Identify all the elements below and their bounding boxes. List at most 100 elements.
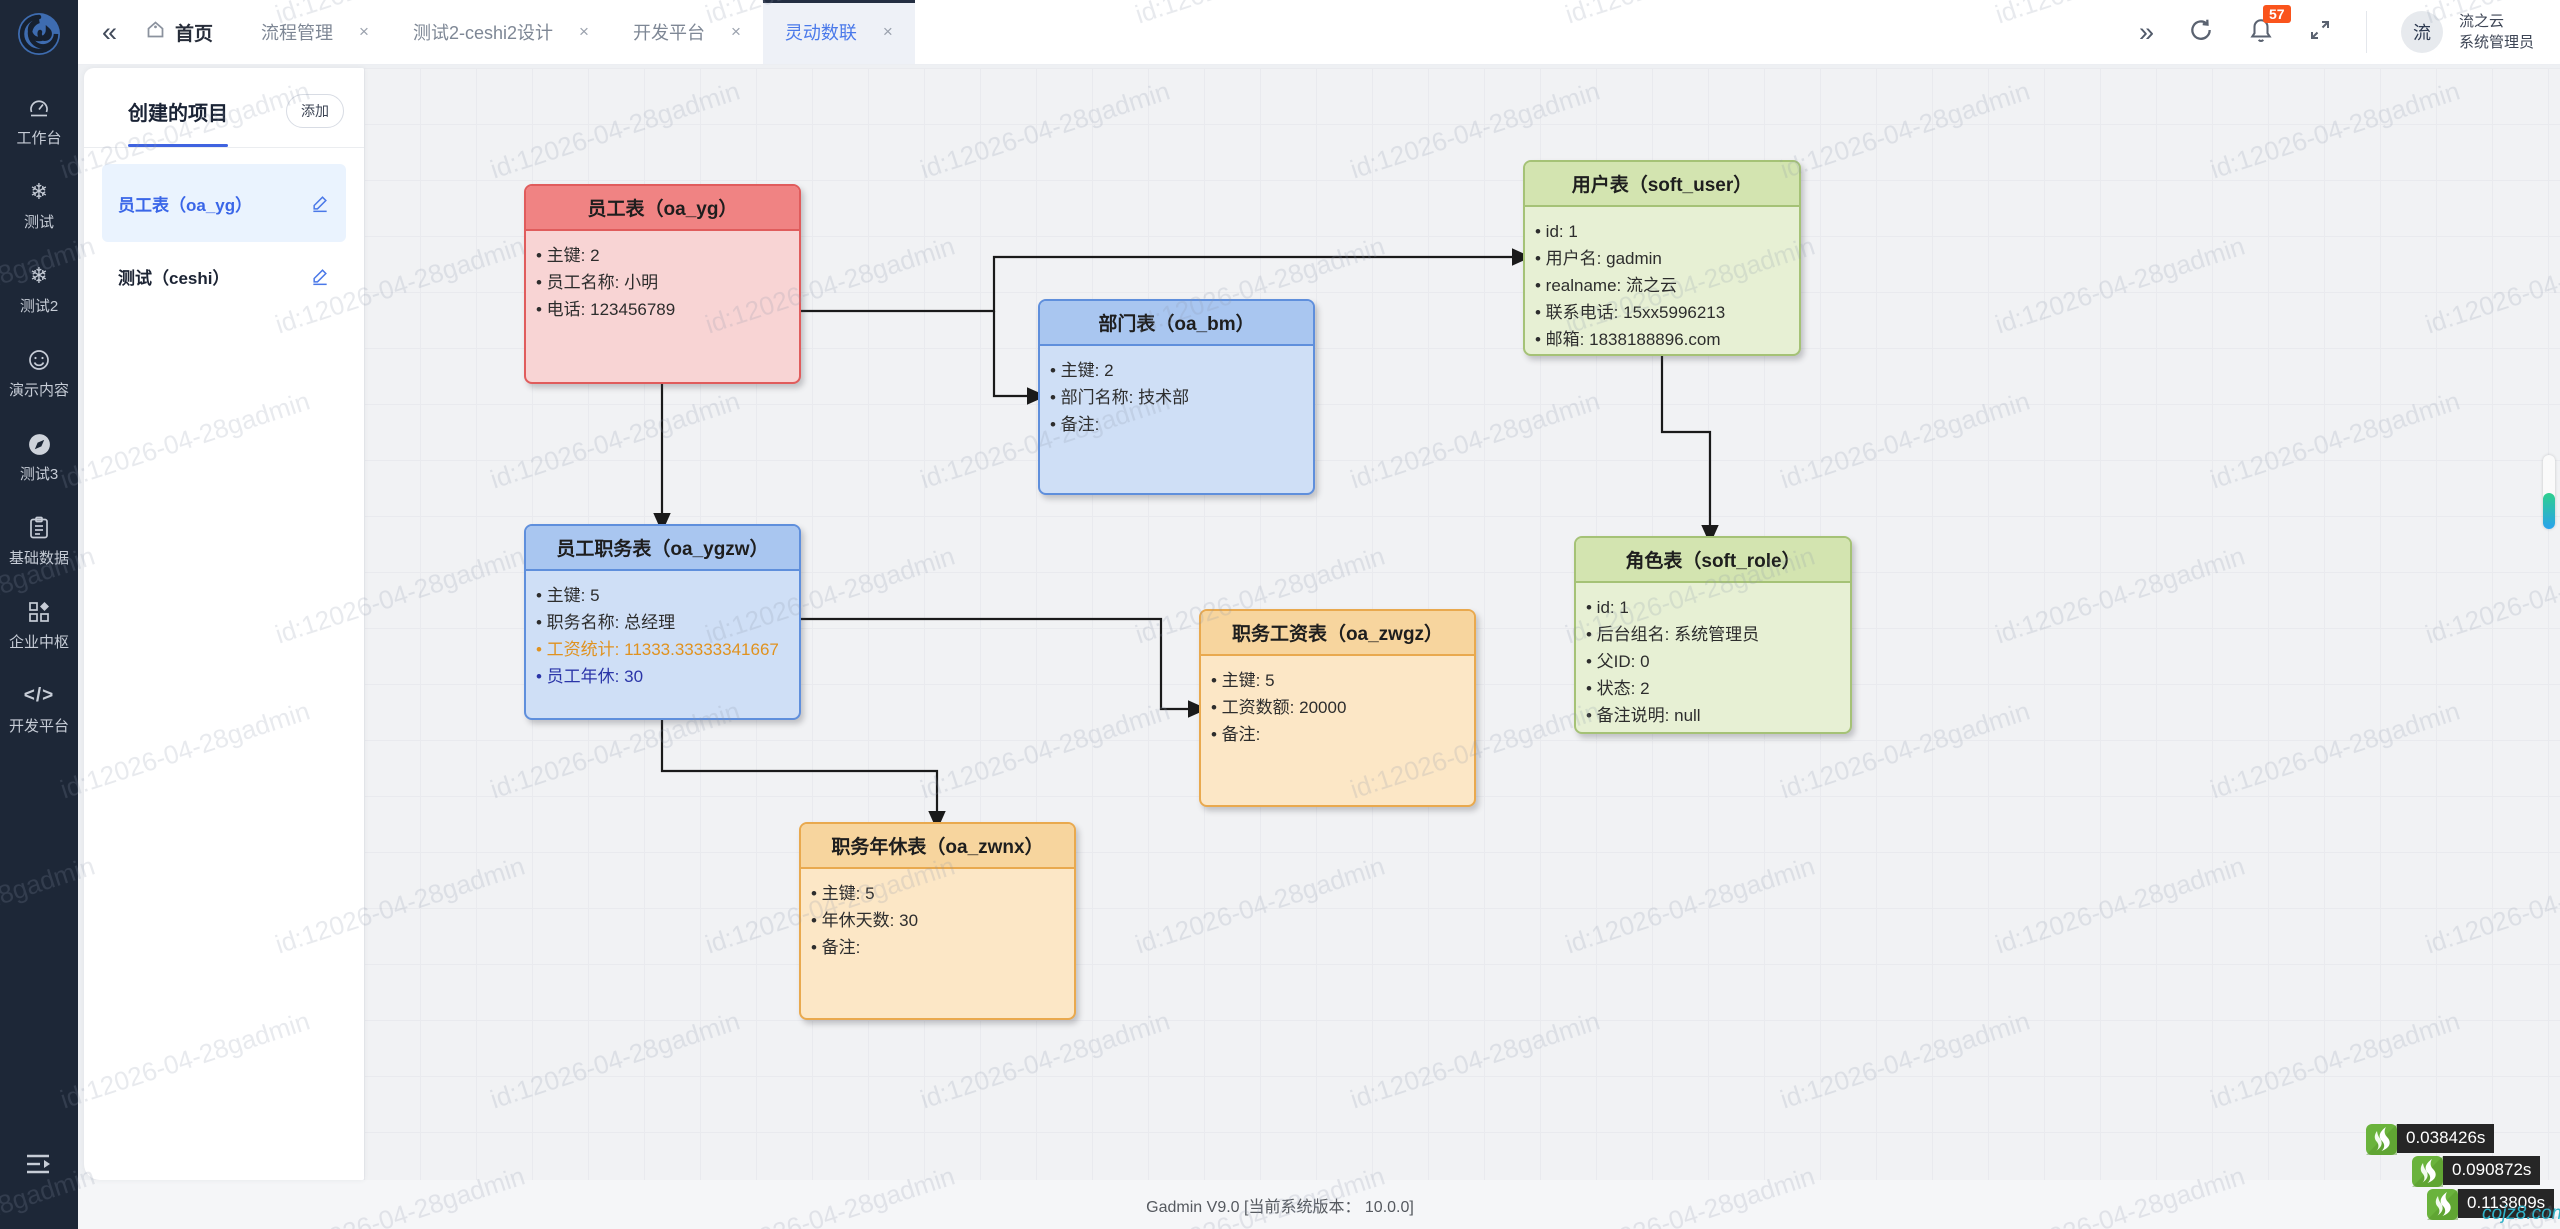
sidebar-item-test[interactable]: ❄ 测试 [0, 180, 78, 232]
sidebar-item-label: 工作台 [16, 130, 62, 147]
table-fields: • 主键: 5 • 职务名称: 总经理 • 工资统计: 11333.33333341… [526, 571, 799, 701]
table-node-oa_yg[interactable]: 员工表（oa_yg） • 主键: 2• 员工名称: 小明• 电话: 123456… [524, 184, 801, 384]
fullscreen-button[interactable] [2308, 18, 2332, 47]
home-label: 首页 [175, 23, 214, 45]
table-field: • 后台组名: 系统管理员 [1586, 625, 1760, 644]
table-field: • 工资数额: 20000 [1211, 698, 1347, 717]
project-list: 员工表（oa_yg） 测试（ceshi） [84, 148, 364, 316]
table-field: • 状态: 2 [1586, 679, 1650, 698]
table-field: • id: 1 [1586, 598, 1629, 617]
project-panel: 创建的项目 添加 员工表（oa_yg） 测试（ceshi） [84, 68, 364, 1180]
topbar: « 首页 流程管理 × 测试2-ceshi2设计 × 开发平台 × 灵动数联 ×… [78, 0, 2560, 64]
sidebar-item-base-data[interactable]: 基础数据 [0, 516, 78, 568]
project-list-item[interactable]: 员工表（oa_yg） [102, 164, 346, 242]
refresh-button[interactable] [2188, 17, 2214, 48]
sidebar-item-enterprise-hub[interactable]: 企业中枢 [0, 600, 78, 652]
avatar[interactable]: 流 [2400, 11, 2443, 53]
table-field: • 主键: 5 [1211, 671, 1275, 690]
sidebar-item-test3[interactable]: 测试3 [0, 432, 78, 484]
topbar-actions: » 57 [2138, 4, 2560, 53]
tab-label: 开发平台 [632, 23, 705, 43]
table-field: • 父ID: 0 [1586, 652, 1650, 671]
table-node-soft_role[interactable]: 角色表（soft_role） • id: 1• 后台组名: 系统管理员• 父ID… [1574, 536, 1852, 734]
canvas-scrollbar[interactable] [2543, 455, 2555, 529]
sidebar-item-label: 测试 [23, 214, 54, 231]
table-node-oa_ygzw[interactable]: 员工职务表（oa_ygzw） • 主键: 5 • 职务名称: 总经理 • 工资统计:… [524, 524, 801, 720]
perf-badge: 0.113809s [2427, 1189, 2555, 1220]
tab-home[interactable]: 首页 [145, 19, 213, 46]
expand-tabs-button[interactable]: » [2138, 16, 2154, 47]
user-role: 系统管理员 [2458, 34, 2534, 51]
close-icon[interactable]: × [579, 22, 589, 41]
table-field: • 主键: 5 [536, 586, 600, 605]
tab-label: 测试2-ceshi2设计 [412, 23, 554, 43]
table-node-oa_zwgz[interactable]: 职务工资表（oa_zwgz） • 主键: 5• 工资数额: 20000• 备注: [1199, 609, 1476, 807]
table-field: • 员工名称: 小明 [536, 273, 659, 292]
connector-oa_ygzw-to-oa_zwgz [801, 617, 1208, 718]
close-icon[interactable]: × [882, 22, 893, 41]
edit-icon[interactable] [310, 193, 330, 213]
user-name: 流之云 [2458, 13, 2504, 30]
diagram-canvas[interactable]: 员工表（oa_yg） • 主键: 2• 员工名称: 小明• 电话: 123456… [364, 68, 2560, 1180]
scrollbar-thumb[interactable] [2543, 493, 2555, 529]
notifications-button[interactable]: 57 [2248, 4, 2291, 48]
table-field: • realname: 流之云 [1535, 276, 1677, 295]
bell-icon [2248, 18, 2274, 47]
sidebar-menu: 工作台 ❄ 测试 ❄ 测试2 演示内容 测试3 基础数据 企业中枢 </> 开发… [0, 96, 78, 736]
table-field: • id: 1 [1535, 222, 1578, 241]
clipboard-icon [28, 516, 50, 540]
site-watermark: cojz8.com [2482, 1203, 2560, 1224]
sidebar-toggle-button[interactable] [0, 1152, 78, 1181]
snowflake-icon: ❄ [29, 179, 49, 204]
table-node-soft_user[interactable]: 用户表（soft_user） • id: 1• 用户名: gadmin• rea… [1523, 160, 1801, 356]
connector-oa_yg-to-oa_bm [992, 311, 1047, 405]
sidebar-item-dev-platform[interactable]: </> 开发平台 [0, 684, 78, 736]
user-info[interactable]: 流之云 系统管理员 [2459, 11, 2534, 53]
sidebar-item-demo-content[interactable]: 演示内容 [0, 348, 78, 400]
add-project-button[interactable]: 添加 [286, 94, 344, 128]
leaf-logo-icon [2412, 1156, 2443, 1187]
sidebar-item-test2[interactable]: ❄ 测试2 [0, 264, 78, 316]
tab-label: 流程管理 [261, 23, 334, 43]
close-icon[interactable]: × [730, 22, 741, 41]
table-fields: • 主键: 2• 部门名称: 技术部• 备注: [1040, 346, 1313, 449]
table-fields: • id: 1• 用户名: gadmin• realname: 流之云• 联系电… [1525, 207, 1799, 364]
app-logo[interactable] [13, 10, 65, 62]
table-field: • 工资统计: 11333.33333341667 [536, 640, 779, 659]
table-node-oa_zwnx[interactable]: 职务年休表（oa_zwnx） • 主键: 5• 年休天数: 30• 备注: [799, 822, 1076, 1020]
table-field: • 年休天数: 30 [811, 911, 919, 930]
logo-icon [15, 10, 63, 63]
table-node-oa_bm[interactable]: 部门表（oa_bm） • 主键: 2• 部门名称: 技术部• 备注: [1038, 299, 1315, 495]
sidebar-item-label: 基础数据 [8, 550, 69, 567]
tab-开发平台[interactable]: 开发平台 × [611, 0, 763, 64]
table-fields: • 主键: 5• 年休天数: 30• 备注: [801, 869, 1074, 972]
tab-流程管理[interactable]: 流程管理 × [239, 0, 391, 64]
perf-badge: 0.038426s [2366, 1124, 2495, 1155]
sidebar-item-label: 测试2 [19, 298, 59, 315]
sidebar-item-workbench[interactable]: 工作台 [0, 96, 78, 148]
perf-time: 0.090872s [2443, 1156, 2541, 1185]
table-field: • 备注: [1050, 415, 1100, 434]
table-field: • 电话: 123456789 [536, 300, 676, 319]
sidebar-item-label: 企业中枢 [8, 634, 69, 651]
tab-测试2-ceshi2设计[interactable]: 测试2-ceshi2设计 × [391, 0, 611, 64]
table-title: 部门表（oa_bm） [1040, 301, 1313, 346]
table-field: • 主键: 2 [536, 246, 600, 265]
home-icon [145, 19, 166, 46]
tab-label: 灵动数联 [784, 23, 857, 43]
project-list-item[interactable]: 测试（ceshi） [102, 252, 346, 300]
table-field: • 备注说明: null [1586, 706, 1701, 725]
edit-icon[interactable] [310, 266, 330, 286]
project-label: 测试（ceshi） [118, 268, 230, 288]
fullscreen-icon [2308, 18, 2332, 47]
close-icon[interactable]: × [359, 22, 369, 41]
leaf-logo-icon [2427, 1189, 2458, 1220]
table-title: 员工职务表（oa_ygzw） [526, 526, 799, 571]
table-title: 用户表（soft_user） [1525, 162, 1799, 207]
collapse-tabs-button[interactable]: « [102, 16, 118, 47]
table-field: • 职务名称: 总经理 [536, 613, 676, 632]
footer: Gadmin V9.0 [当前系统版本： 10.0.0] [0, 1180, 2560, 1229]
connector-soft_user-to-soft_role [1660, 356, 1719, 545]
table-field: • 员工年休: 30 [536, 667, 644, 686]
tab-灵动数联[interactable]: 灵动数联 × [762, 0, 915, 64]
